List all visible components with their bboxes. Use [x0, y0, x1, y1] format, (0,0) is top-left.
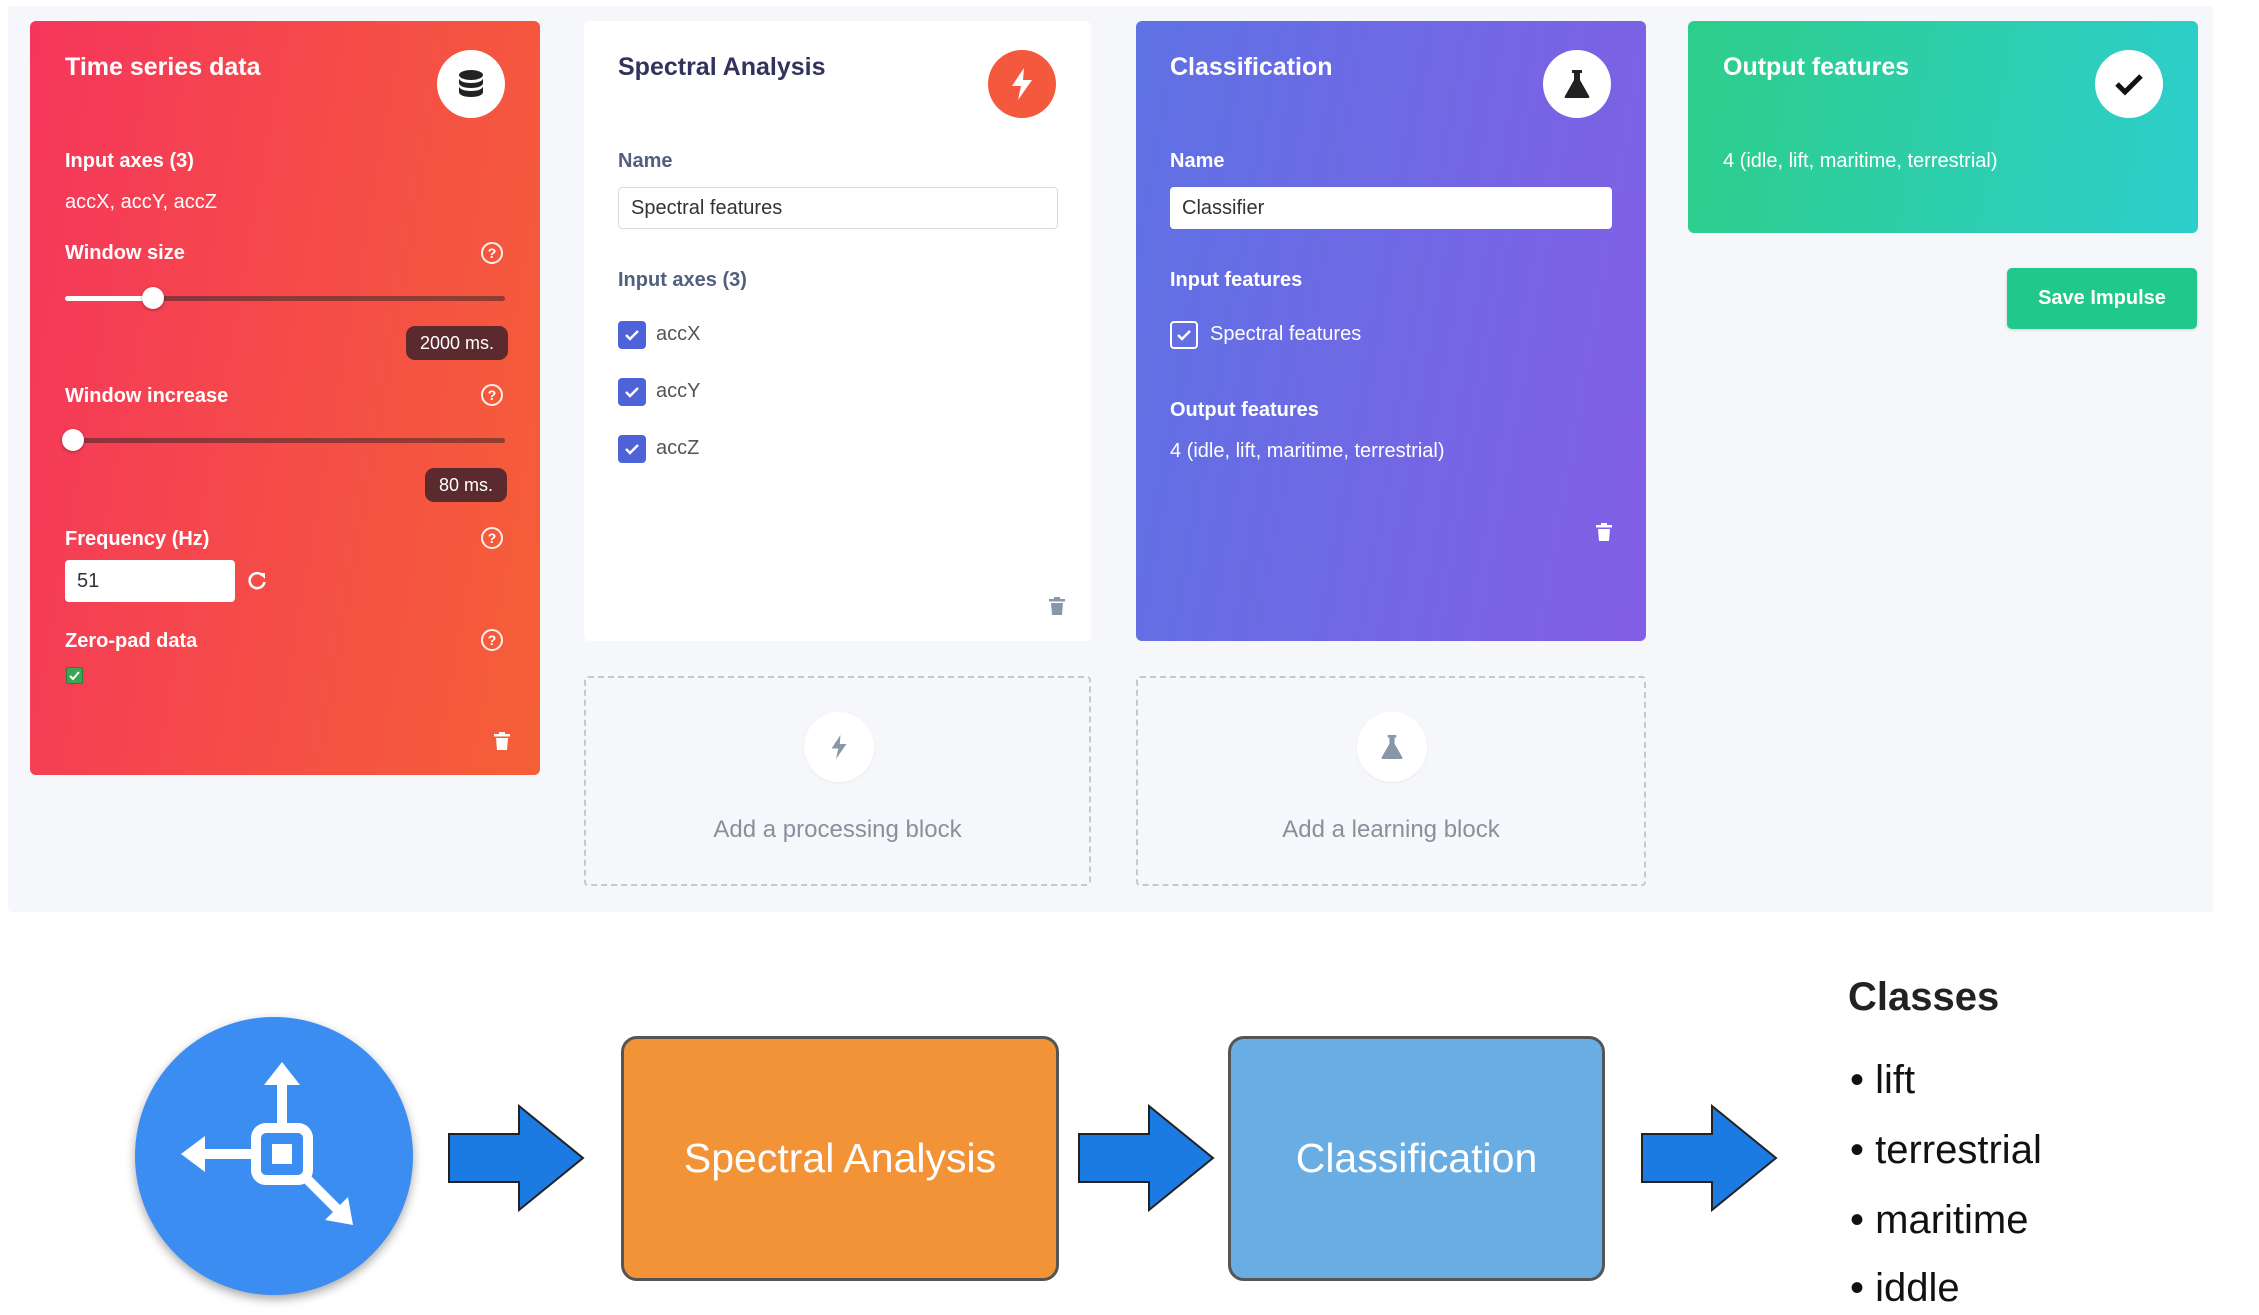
accy-label: accY: [656, 380, 701, 402]
frequency-label: Frequency (Hz): [65, 528, 210, 550]
class-label: maritime: [1875, 1198, 2029, 1242]
zero-pad-checkbox[interactable]: [66, 667, 83, 684]
spectral-features-label: Spectral features: [1210, 323, 1362, 345]
add-learning-label: Add a learning block: [1282, 816, 1500, 843]
classification-name-input[interactable]: Classifier: [1170, 187, 1612, 229]
class-item: • maritime: [1850, 1198, 2029, 1242]
classification-title: Classification: [1170, 53, 1333, 81]
save-impulse-button[interactable]: Save Impulse: [2007, 268, 2197, 329]
class-item: • lift: [1850, 1058, 1916, 1102]
frequency-input[interactable]: 51: [65, 560, 235, 602]
add-learning-block[interactable]: Add a learning block: [1136, 676, 1646, 886]
window-increase-slider-thumb[interactable]: [62, 429, 84, 451]
window-size-value: 2000 ms.: [406, 326, 509, 360]
accz-checkbox[interactable]: [618, 435, 646, 463]
window-size-label: Window size: [65, 242, 185, 264]
trash-icon[interactable]: [1596, 523, 1612, 541]
spectral-name-label: Name: [618, 150, 673, 172]
database-icon: [437, 50, 505, 118]
checkmark-icon: [2095, 50, 2163, 118]
add-processing-block[interactable]: Add a processing block: [584, 676, 1091, 886]
input-features-label: Input features: [1170, 269, 1303, 291]
spectral-analysis-card: Spectral Analysis Name Spectral features…: [584, 21, 1091, 641]
window-increase-slider[interactable]: [62, 429, 505, 451]
flow-arrow: [1077, 1103, 1217, 1217]
trash-icon[interactable]: [494, 732, 510, 750]
window-size-help-icon[interactable]: ?: [481, 242, 503, 264]
add-processing-label: Add a processing block: [713, 816, 962, 843]
lightning-icon: [804, 712, 874, 782]
input-axes-value: accX, accY, accZ: [65, 191, 217, 213]
flask-icon: [1543, 50, 1611, 118]
accy-checkbox[interactable]: [618, 378, 646, 406]
output-features-title: Output features: [1723, 53, 1910, 81]
classes-title: Classes: [1848, 975, 2000, 1019]
window-increase-label: Window increase: [65, 385, 229, 407]
spectral-analysis-flow-box: Spectral Analysis: [621, 1036, 1059, 1281]
classification-card: Classification Name Classifier Input fea…: [1136, 21, 1646, 641]
zero-pad-label: Zero-pad data: [65, 630, 198, 652]
window-size-slider-fill: [65, 296, 153, 301]
accelerometer-axes-icon: [135, 1017, 413, 1295]
time-series-title: Time series data: [65, 53, 261, 81]
spectral-analysis-title: Spectral Analysis: [618, 53, 826, 81]
flow-arrow: [447, 1103, 587, 1217]
trash-icon[interactable]: [1049, 597, 1065, 615]
class-label: terrestrial: [1875, 1128, 2042, 1172]
classification-flow-box: Classification: [1228, 1036, 1605, 1281]
flow-arrow: [1640, 1103, 1780, 1217]
accx-label: accX: [656, 323, 701, 345]
spectral-features-checkbox[interactable]: [1170, 321, 1198, 349]
class-item: • iddle: [1850, 1266, 1960, 1310]
accz-label: accZ: [656, 437, 700, 459]
frequency-help-icon[interactable]: ?: [481, 527, 503, 549]
class-label: iddle: [1875, 1266, 1960, 1310]
flask-icon: [1357, 712, 1427, 782]
input-axes-label: Input axes (3): [65, 150, 194, 172]
refresh-icon[interactable]: [246, 570, 268, 592]
window-increase-value: 80 ms.: [425, 468, 508, 502]
time-series-card: Time series data Input axes (3) accX, ac…: [30, 21, 540, 775]
output-features-label: Output features: [1170, 399, 1319, 421]
output-features-value: 4 (idle, lift, maritime, terrestrial): [1170, 440, 1445, 462]
window-size-slider-thumb[interactable]: [142, 287, 164, 309]
window-size-slider[interactable]: [65, 287, 505, 309]
lightning-icon: [988, 50, 1056, 118]
class-item: • terrestrial: [1850, 1128, 2042, 1172]
spectral-name-input[interactable]: Spectral features: [618, 187, 1058, 229]
zero-pad-help-icon[interactable]: ?: [481, 629, 503, 651]
accx-checkbox[interactable]: [618, 321, 646, 349]
output-features-card-value: 4 (idle, lift, maritime, terrestrial): [1723, 150, 1998, 172]
output-features-card: Output features 4 (idle, lift, maritime,…: [1688, 21, 2198, 233]
window-increase-help-icon[interactable]: ?: [481, 384, 503, 406]
class-label: lift: [1875, 1058, 1916, 1102]
classification-name-label: Name: [1170, 150, 1225, 172]
spectral-input-axes-label: Input axes (3): [618, 269, 747, 291]
